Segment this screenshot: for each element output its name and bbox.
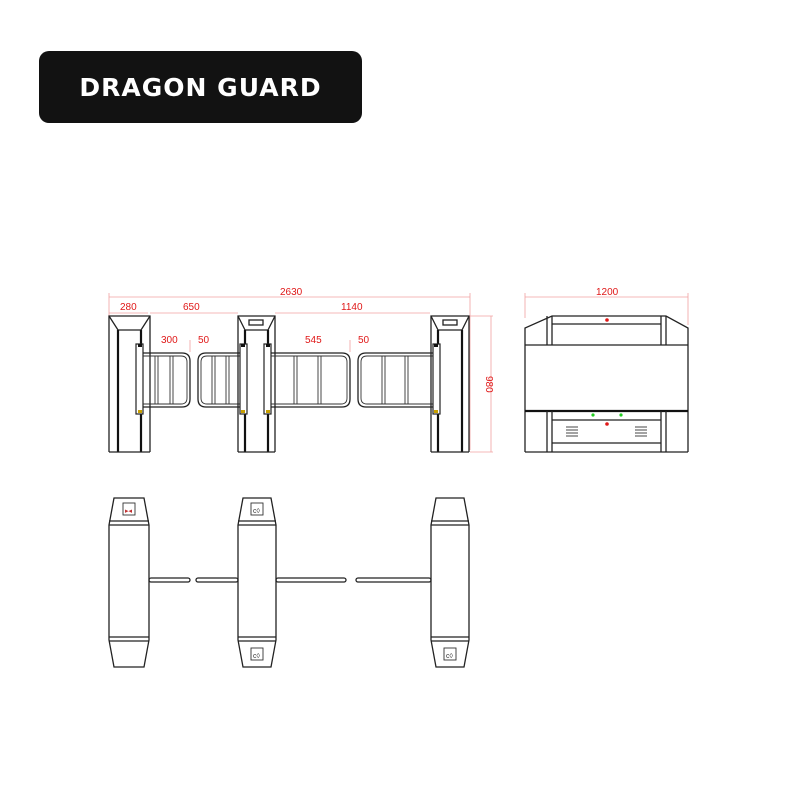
brand-name: DRAGON GUARD <box>79 72 322 102</box>
svg-text:c◊: c◊ <box>446 653 454 660</box>
top-right-pedestal: c◊ <box>430 497 470 668</box>
top-arm-4 <box>355 577 432 583</box>
card-reader-icon <box>443 647 457 661</box>
side-view: 1200 <box>524 287 689 453</box>
dim-gap-left: 50 <box>198 335 210 346</box>
dim-gate-right: 545 <box>305 335 322 346</box>
vent-grille-right-icon <box>635 426 647 437</box>
status-led-green-right <box>619 413 623 417</box>
status-led-top <box>605 318 609 322</box>
top-arm-2 <box>195 577 239 583</box>
svg-text:c◊: c◊ <box>253 653 261 660</box>
dim-height: 980 <box>483 376 494 393</box>
brand-logo-badge: DRAGON GUARD <box>39 51 362 123</box>
dim-total-width: 2630 <box>280 287 303 298</box>
right-pedestal <box>430 315 470 453</box>
dim-lane-left: 650 <box>183 302 200 313</box>
middle-pedestal <box>237 315 276 453</box>
top-arm-3 <box>275 577 347 583</box>
middle-right-gate-leaf <box>271 352 351 408</box>
top-middle-pedestal: c◊ c◊ <box>237 497 277 668</box>
svg-text:▸◂: ▸◂ <box>125 508 133 515</box>
left-gate-leaf <box>143 352 191 408</box>
vent-grille-left-icon <box>566 426 578 437</box>
top-view: ▸◂ c◊ c◊ c◊ <box>108 497 470 668</box>
card-reader-icon <box>250 647 264 661</box>
card-reader-icon <box>250 502 264 516</box>
top-arm-1 <box>148 577 191 583</box>
status-led-bottom <box>605 422 609 426</box>
front-view: 2630 280 650 1140 300 50 545 50 980 <box>108 287 494 453</box>
dim-gate-left: 300 <box>161 335 178 346</box>
dim-lane-right: 1140 <box>341 302 363 313</box>
card-reader-icon <box>122 502 136 516</box>
svg-text:c◊: c◊ <box>253 508 261 515</box>
front-dimension-lines <box>108 293 493 453</box>
dim-depth: 1200 <box>596 287 619 298</box>
dim-pedestal-width: 280 <box>120 302 137 313</box>
middle-left-gate-leaf <box>197 352 243 408</box>
status-led-green-left <box>591 413 595 417</box>
dim-gap-right: 50 <box>358 335 370 346</box>
left-pedestal <box>108 315 151 453</box>
right-gate-leaf <box>357 352 435 408</box>
top-left-pedestal: ▸◂ <box>108 497 150 668</box>
